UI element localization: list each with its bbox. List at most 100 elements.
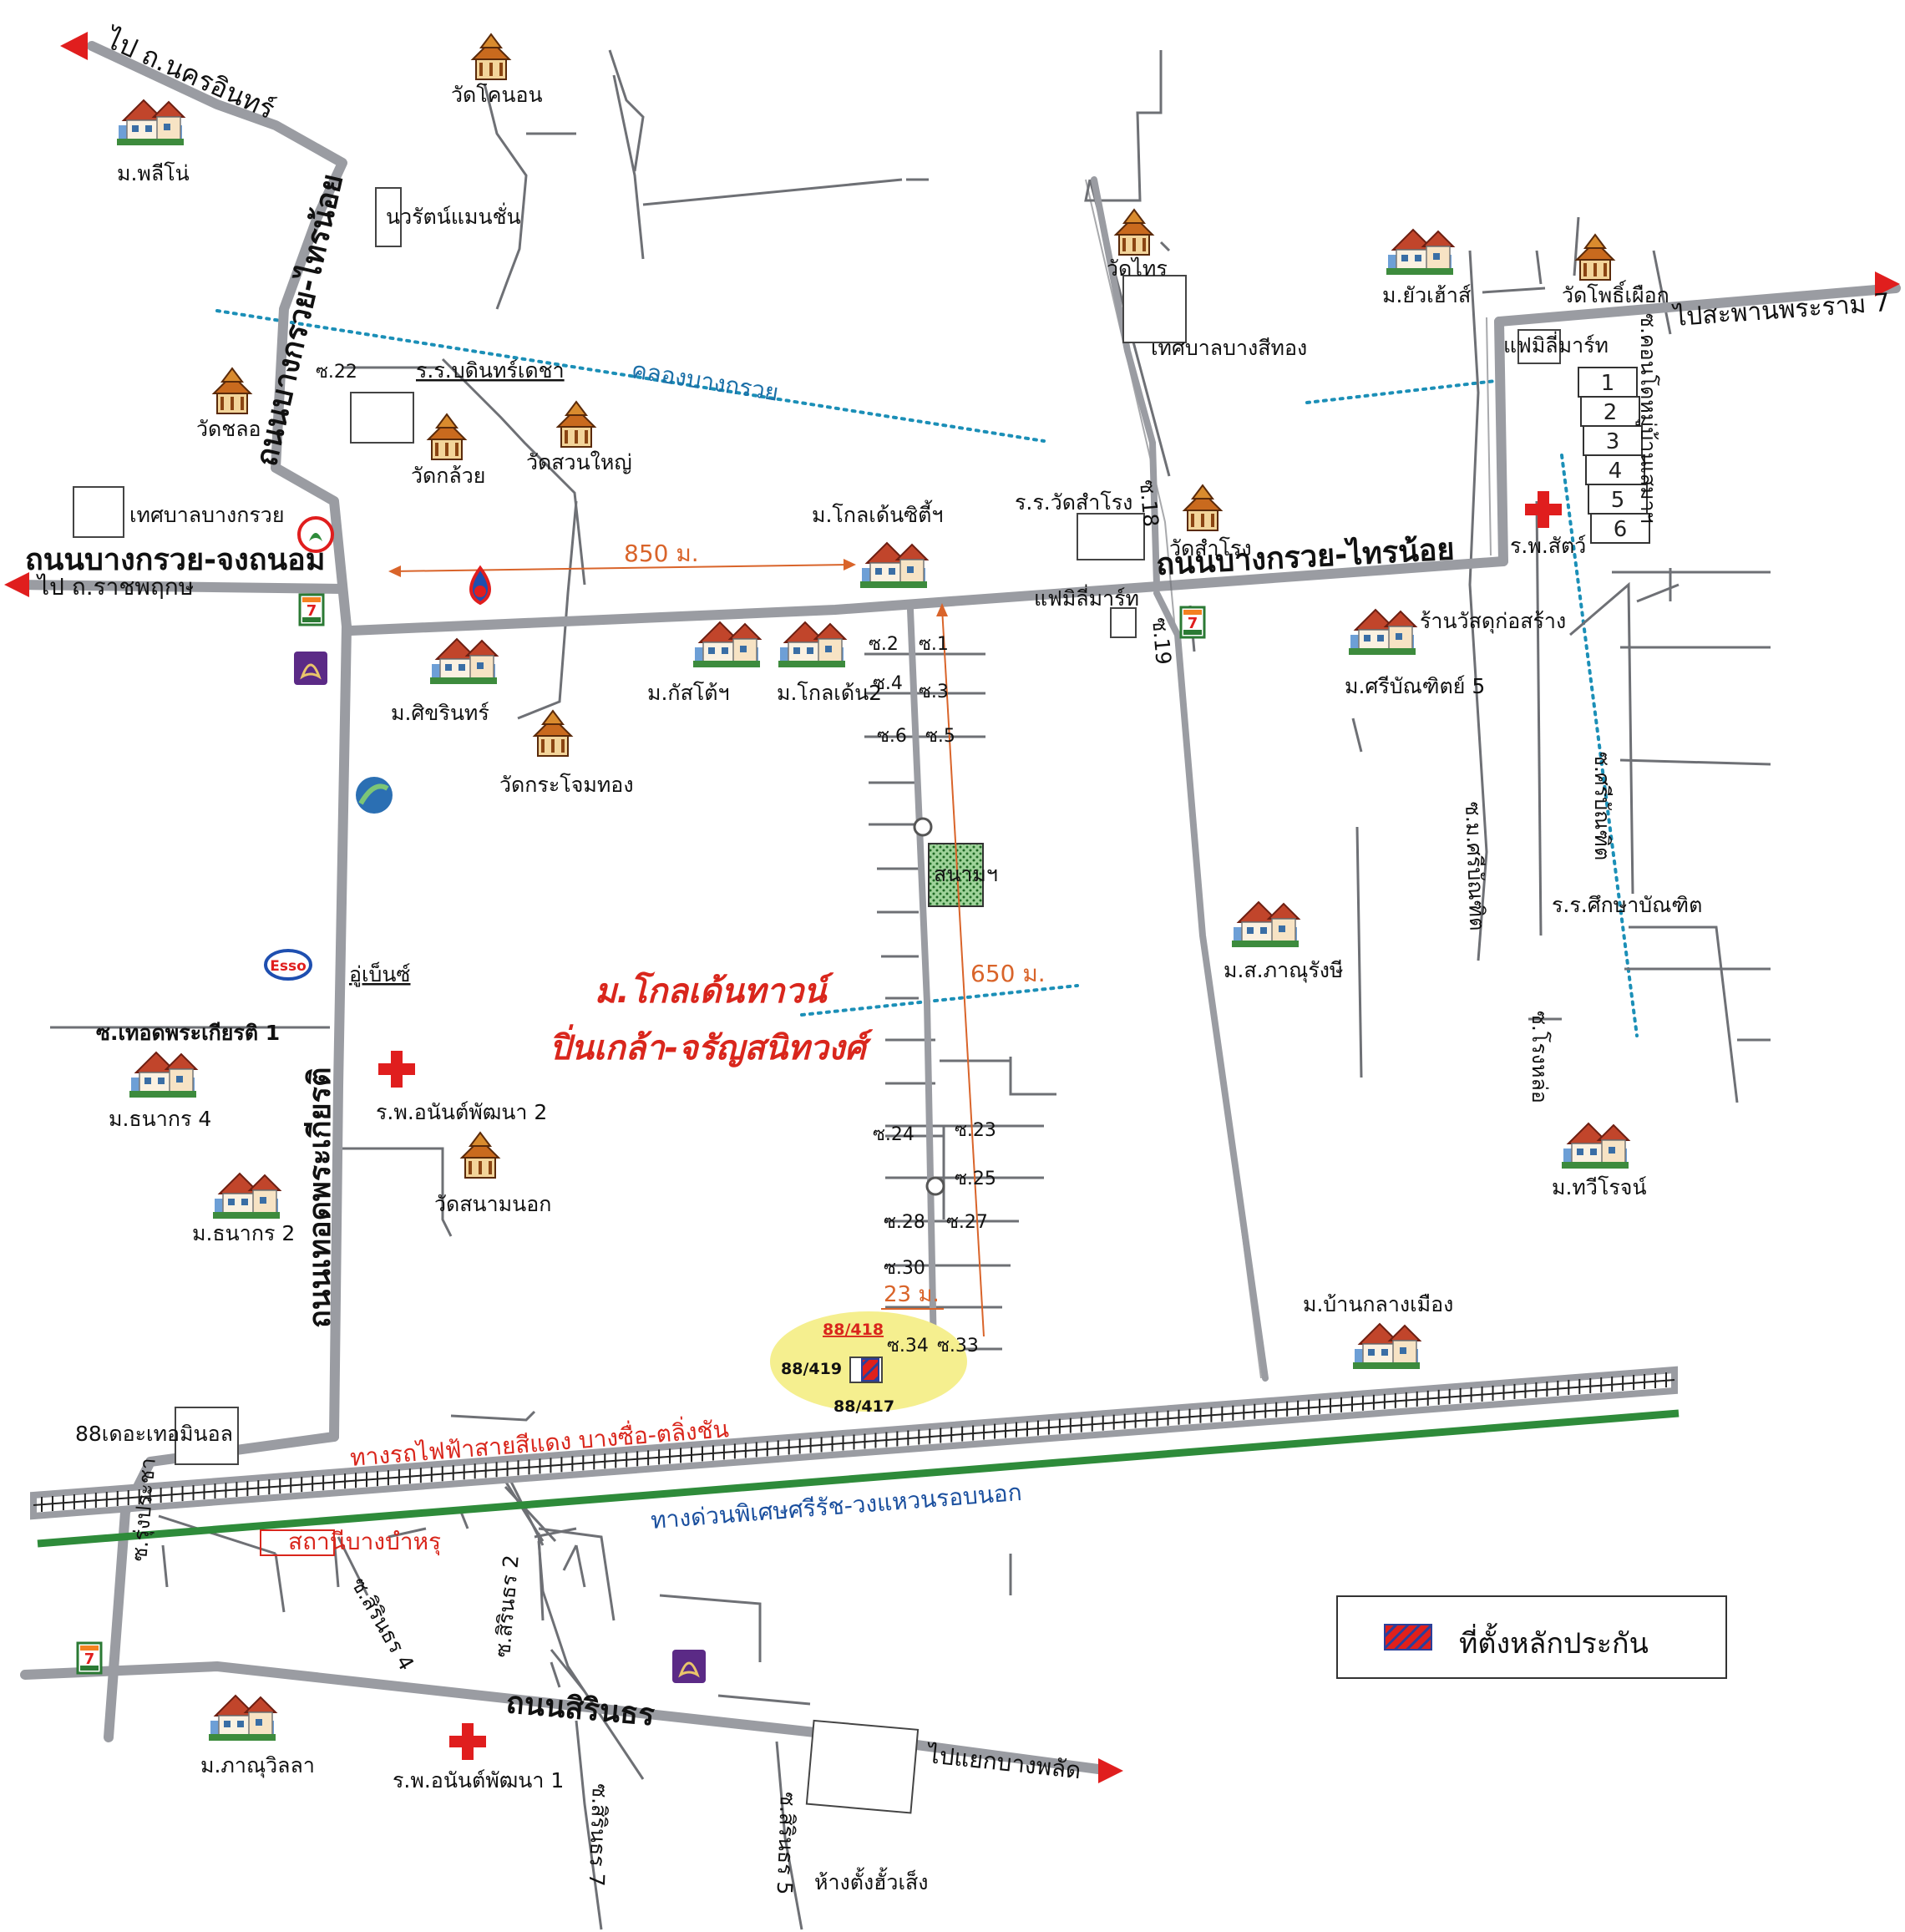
canal-lines <box>215 309 1639 1037</box>
ptt-icon <box>469 565 491 606</box>
place-oo-benz: อู่เบ็นซ์ <box>349 961 411 987</box>
soi-24: ซ.24 <box>873 1124 915 1145</box>
place-station-bang-bamru: สถานีบางบำหรุ <box>288 1528 441 1556</box>
house-icon <box>1386 229 1454 276</box>
house-icon <box>1348 609 1416 656</box>
place-m-phanu-villa: ม.ภาณุวิลลา <box>200 1753 315 1778</box>
place-family-mart-2: แฟมิลี่มาร์ท <box>1503 331 1609 357</box>
place-rr-wat-samrong: ร.ร.วัดสำโรง <box>1015 490 1132 515</box>
place-m-kasto: ม.กัสโต้ฯ <box>647 681 730 705</box>
seven-eleven-icon <box>76 1641 103 1675</box>
soi-lines <box>864 652 1044 1351</box>
road-label-bangkruai-sainoi-top: ถนนบางกรวย-ไทรน้อย <box>248 170 350 469</box>
house-icon <box>778 621 846 668</box>
soi-2: ซ.2 <box>869 634 899 655</box>
house-icon <box>1561 1123 1629 1169</box>
soi-label-sirin4: ซ.สิรินธร 4 <box>347 1574 419 1675</box>
temple-icon <box>1576 234 1614 281</box>
direction-nakhon-in: ไป ถ.นครอินทร์ <box>99 22 279 125</box>
condo-unit-3: 3 <box>1606 429 1620 454</box>
road-label-bangkruai-chongthanom: ถนนบางกรวย-จงถนอม <box>25 543 325 577</box>
place-m-pleno: ม.พลีโน่ <box>117 161 190 185</box>
place-wat-pho-phueak: วัดโพธิ์เผือก <box>1562 280 1669 307</box>
scb-icon <box>672 1650 706 1683</box>
place-soi-22: ซ.22 <box>316 362 357 383</box>
place-m-thanakorn2: ม.ธนากร 2 <box>192 1221 295 1245</box>
soi-27: ซ.27 <box>946 1212 988 1233</box>
hospital-cross-icon <box>1525 491 1562 528</box>
plot-88-419: 88/419 <box>781 1360 842 1378</box>
map-legend: ที่ตั้งหลักประกัน <box>1336 1595 1727 1679</box>
distance-23: 23 ม. <box>884 1282 940 1307</box>
project-name-line2: ปิ่นเกล้า-จรัญสนิทวงศ์ <box>550 1024 874 1067</box>
place-soi-18: ซ.18 <box>1135 479 1163 528</box>
place-nawarat: นวรัตน์แมนชั่น <box>386 202 521 229</box>
kasikorn-icon <box>297 516 334 553</box>
roundabout-marker <box>913 817 933 837</box>
road-label-thoetprakiat: ถนนเทอดพระเกียรติ <box>303 1067 337 1328</box>
place-hang-tang-hua-seng: ห้างตั้งฮั้วเส็ง <box>814 1867 928 1894</box>
collateral-swatch-icon <box>1384 1624 1432 1651</box>
soi-34: ซ.34 <box>887 1336 929 1356</box>
place-rp-anan1: ร.พ.อนันต์พัฒนา 1 <box>393 1768 564 1793</box>
buildings <box>73 187 1561 1814</box>
distance-650: 650 ม. <box>970 960 1046 987</box>
place-thesaban-bang-si-thong: เทศบาลบางสีทอง <box>1151 336 1307 360</box>
canal-label: คลองบางกรวย <box>630 356 781 406</box>
temple-icon <box>461 1132 499 1179</box>
place-wat-sai: วัดไทร <box>1107 256 1168 281</box>
place-rp-anan2: ร.พ.อนันต์พัฒนา 2 <box>376 1100 547 1124</box>
place-wat-samrong: วัดสำโรง <box>1169 536 1252 560</box>
arrow-ratchaphruek-icon <box>4 572 29 597</box>
house-icon <box>429 638 498 685</box>
arrow-bang-phlat-icon <box>1098 1758 1123 1783</box>
place-thesaban-bangkruai: เทศบาลบางกรวย <box>129 503 285 527</box>
condo-unit-5: 5 <box>1611 488 1625 513</box>
soi-label-sri-bandit-vert: ซ.ศรีบัณฑิต <box>1590 752 1614 860</box>
rail-ties <box>41 1372 1667 1512</box>
soi-28: ซ.28 <box>884 1212 925 1233</box>
soi-1: ซ.1 <box>919 634 949 655</box>
soi-label-sri-bandit: ซ.ม.ศรีบัณฑิต <box>1461 801 1489 931</box>
direction-bang-phlat: ไปแยกบางพลัด <box>925 1741 1082 1784</box>
collateral-plot-icon <box>861 1358 879 1382</box>
temple-icon <box>472 33 510 80</box>
soi-label-khon: ซ.คอนโดหมู่บ้านเสมาฯ <box>1635 313 1660 524</box>
distance-lines <box>392 564 985 1337</box>
soi-label-sirin7: ซ.สิรินธร 7 <box>585 1783 612 1887</box>
soi-label-rongchot: ซ.โรงหล่อ <box>1528 1011 1552 1103</box>
condo-unit-6: 6 <box>1614 517 1628 542</box>
condo-unit-2: 2 <box>1604 400 1618 425</box>
soi-label-sirin2: ซ.สิรินธร 2 <box>490 1554 524 1658</box>
esso-icon: Esso <box>264 949 312 981</box>
bangchak-icon <box>356 777 393 814</box>
roundabout-marker <box>925 1176 945 1196</box>
direction-ratchaphruek: ไป ถ.ราชพฤกษ <box>36 573 194 601</box>
place-sanam: สนามฯ <box>934 862 998 886</box>
house-icon <box>129 1052 197 1098</box>
condo-unit-4: 4 <box>1609 459 1623 484</box>
temple-icon <box>557 401 595 448</box>
place-m-ban-klang-mueang: ม.บ้านกลางเมือง <box>1303 1292 1453 1316</box>
temple-icon <box>213 368 251 414</box>
house-icon <box>859 542 928 589</box>
house-icon <box>208 1695 276 1742</box>
direction-arrows <box>4 32 1900 1783</box>
place-rp-sat: ร.พ.สัตว์ <box>1510 534 1586 558</box>
plot-88-418: 88/418 <box>823 1321 884 1339</box>
place-wat-chalo: วัดชลอ <box>196 417 261 441</box>
house-icon <box>116 99 185 146</box>
place-wat-suan-yai: วัดสวนใหญ่ <box>526 450 632 474</box>
place-m-sikharin: ม.ศิขรินทร์ <box>391 701 489 725</box>
main-roads <box>12 41 1901 1776</box>
soi-33: ซ.33 <box>937 1336 979 1356</box>
soi-23: ซ.23 <box>955 1120 996 1141</box>
place-m-thawiroj: ม.ทวีโรจน์ <box>1552 1175 1647 1199</box>
seven-eleven-icon <box>298 593 325 626</box>
place-m-yuea: ม.ยัวเฮ้าส์ <box>1382 283 1471 307</box>
plot-88-417: 88/417 <box>833 1397 894 1416</box>
house-icon <box>692 621 761 668</box>
place-wat-krachom-thong: วัดกระโจมทอง <box>499 773 634 797</box>
place-wat-kluai: วัดกล้วย <box>411 464 485 488</box>
